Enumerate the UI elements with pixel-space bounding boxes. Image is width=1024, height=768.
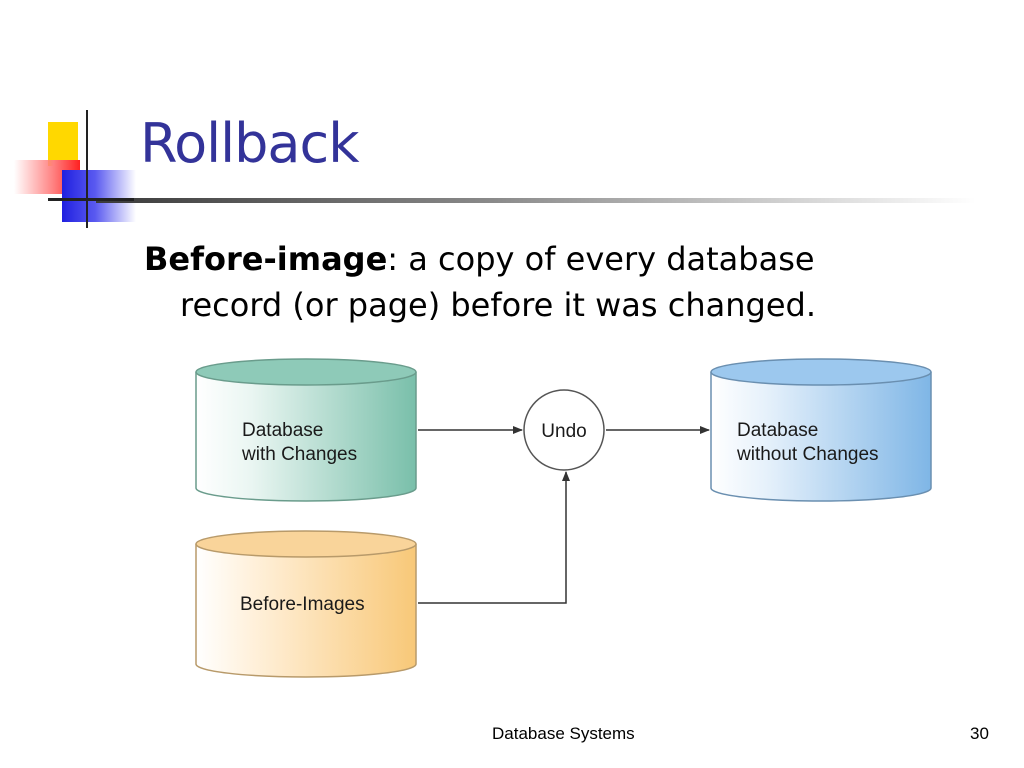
database-without-changes-cylinder: Database without Changes [710, 358, 932, 502]
database-with-changes-cylinder: Database with Changes [195, 358, 417, 502]
deco-vertical-line [86, 110, 88, 228]
bullet-point: Before-image: a copy of every database r… [144, 236, 924, 328]
before-images-cylinder: Before-Images [195, 530, 417, 678]
database-with-changes-label-2: with Changes [241, 444, 357, 465]
footer-page-number: 30 [970, 724, 989, 743]
bullet-term: Before-image [144, 240, 388, 278]
before-images-label: Before-Images [240, 594, 365, 615]
undo-label: Undo [541, 421, 586, 442]
title-underline [96, 198, 976, 203]
deco-yellow-square [48, 122, 78, 166]
slide-title: Rollback [140, 112, 359, 175]
undo-node: Undo [523, 389, 605, 471]
database-with-changes-label-1: Database [242, 420, 323, 441]
database-without-changes-label-1: Database [737, 420, 818, 441]
deco-horizontal-line [48, 198, 134, 201]
deco-blue-square [62, 170, 136, 222]
bullet-text-line1: : a copy of every database [387, 240, 815, 278]
database-without-changes-label-2: without Changes [736, 444, 879, 465]
arrow-before-images-to-undo [418, 471, 570, 604]
bullet-text-line2: record (or page) before it was changed. [180, 286, 816, 324]
footer-course-title: Database Systems [492, 724, 635, 743]
